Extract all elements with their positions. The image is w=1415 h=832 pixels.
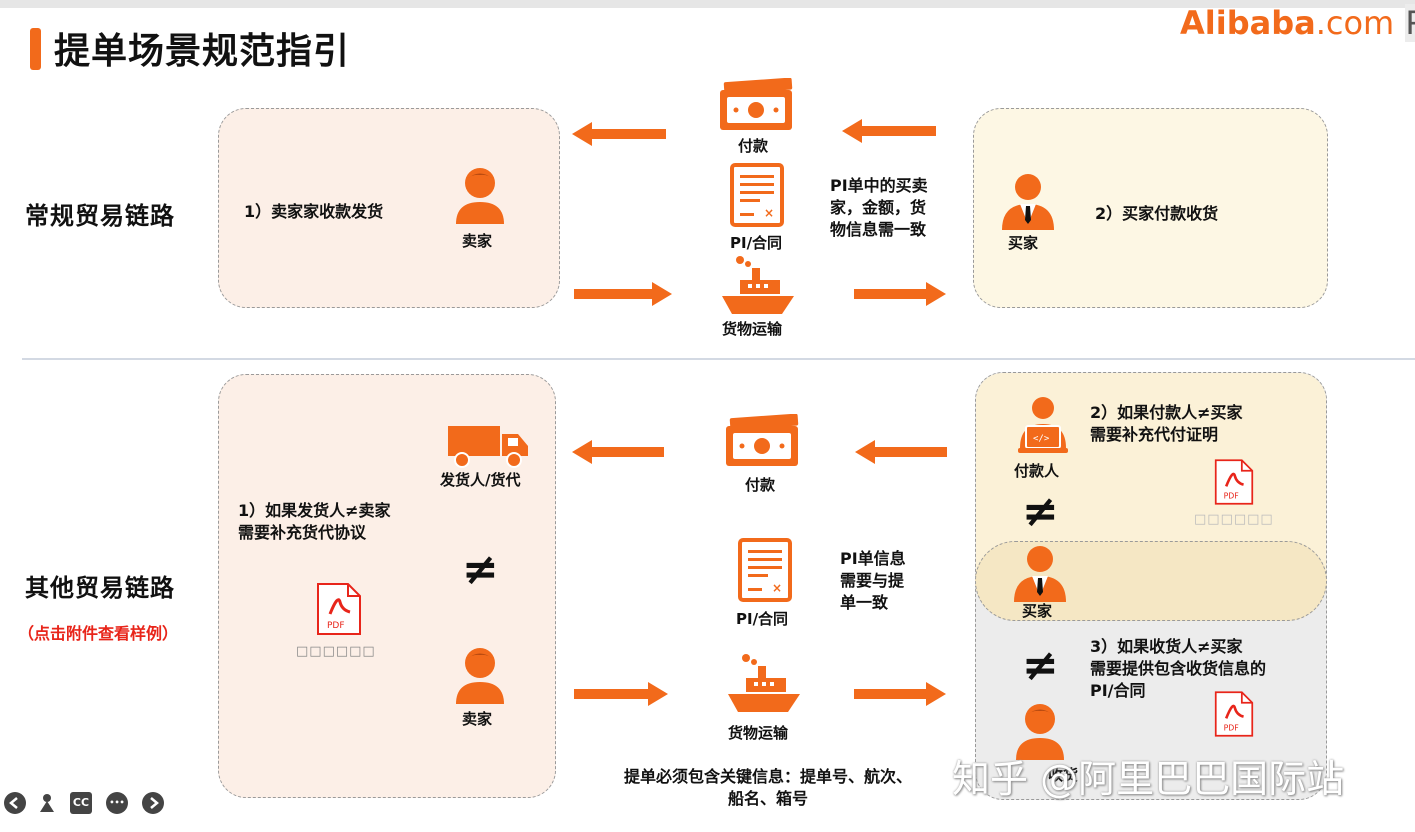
buyer-label: 买家 xyxy=(1022,602,1053,620)
pi-contract-label: PI/合同 xyxy=(736,610,789,628)
money-icon xyxy=(716,78,796,134)
seller-label: 卖家 xyxy=(462,710,493,728)
arrow-right-icon xyxy=(572,282,672,306)
pdf-icon[interactable]: PDF xyxy=(316,582,362,636)
person-icon[interactable] xyxy=(36,792,58,814)
key-info-note: 提单必须包含关键信息：提单号、航次、船名、箱号 xyxy=(623,767,912,808)
svg-text:×: × xyxy=(772,581,782,595)
pdf-caption: □□□□□□ xyxy=(1194,512,1274,527)
shipper-note: 1）如果发货人≠卖家需要补充货代协议 xyxy=(238,501,391,542)
back-icon[interactable] xyxy=(4,792,26,814)
seller-panel xyxy=(218,108,560,308)
other-row-title: 其他贸易链路 xyxy=(25,574,175,602)
arrow-left-icon xyxy=(842,119,938,143)
payment-label: 付款 xyxy=(738,137,769,155)
svg-text:</>: </> xyxy=(1033,434,1050,444)
buyer-person-icon xyxy=(1000,172,1056,230)
arrow-right-icon xyxy=(572,682,668,706)
payment-label: 付款 xyxy=(745,476,776,494)
top-bar xyxy=(0,0,1415,8)
page-title: 提单场景规范指引 xyxy=(54,31,351,72)
svg-text:PDF: PDF xyxy=(327,621,345,631)
arrow-left-icon xyxy=(572,122,668,146)
pi-info-note: PI单信息需要与提单一致 xyxy=(840,549,906,612)
not-equal-icon: ≠ xyxy=(462,544,499,595)
buyer-person-icon xyxy=(1012,544,1068,602)
truck-icon xyxy=(446,422,530,468)
contract-icon: × xyxy=(728,163,786,227)
row-divider xyxy=(22,358,1415,360)
pi-contract-label: PI/合同 xyxy=(730,234,783,252)
payer-label: 付款人 xyxy=(1014,462,1060,480)
svg-text:PDF: PDF xyxy=(1224,492,1240,501)
seller-note: 1）卖家家收款发货 xyxy=(244,202,384,221)
seller-person-icon xyxy=(452,166,508,224)
arrow-left-icon xyxy=(855,440,949,464)
seller-person-icon xyxy=(452,646,508,704)
svg-text:×: × xyxy=(764,206,774,220)
shipping-label: 货物运输 xyxy=(722,320,783,338)
not-equal-icon: ≠ xyxy=(1022,486,1059,537)
payer-note: 2）如果付款人≠买家需要补充代付证明 xyxy=(1090,403,1243,444)
not-equal-icon: ≠ xyxy=(1022,640,1059,691)
more-icon[interactable]: ••• xyxy=(106,792,128,814)
consignee-person-icon xyxy=(1012,702,1068,760)
money-icon xyxy=(722,414,802,470)
ship-icon xyxy=(724,652,804,716)
pdf-caption: □□□□□□ xyxy=(296,644,376,659)
seller-label: 卖家 xyxy=(462,232,493,250)
arrow-right-icon xyxy=(852,682,946,706)
payer-computer-icon: </> xyxy=(1012,396,1074,458)
forward-icon[interactable] xyxy=(142,792,164,814)
buyer-label: 买家 xyxy=(1008,234,1039,252)
pi-consistency-note: PI单中的买卖家，金额，货物信息需一致 xyxy=(830,176,928,239)
alibaba-logo: Alibaba.com Pa xyxy=(1180,4,1415,42)
cc-icon[interactable]: CC xyxy=(70,792,92,814)
watermark: 知乎 @阿里巴巴国际站 xyxy=(952,757,1345,801)
title-accent-bar xyxy=(30,28,41,70)
consignee-label: 收货 xyxy=(1048,766,1079,784)
pdf-icon[interactable]: PDF xyxy=(1214,458,1254,506)
svg-text:PDF: PDF xyxy=(1224,724,1240,733)
arrow-left-icon xyxy=(572,440,666,464)
ship-icon xyxy=(718,254,798,318)
contract-icon: × xyxy=(736,538,794,602)
other-row-subtitle: （点击附件查看样例） xyxy=(18,624,179,643)
shipping-label: 货物运输 xyxy=(728,724,789,742)
buyer-note: 2）买家付款收货 xyxy=(1095,204,1219,223)
shipper-label: 发货人/货代 xyxy=(440,471,521,489)
pdf-icon[interactable]: PDF xyxy=(1214,690,1254,738)
normal-row-title: 常规贸易链路 xyxy=(25,202,175,230)
arrow-right-icon xyxy=(852,282,946,306)
